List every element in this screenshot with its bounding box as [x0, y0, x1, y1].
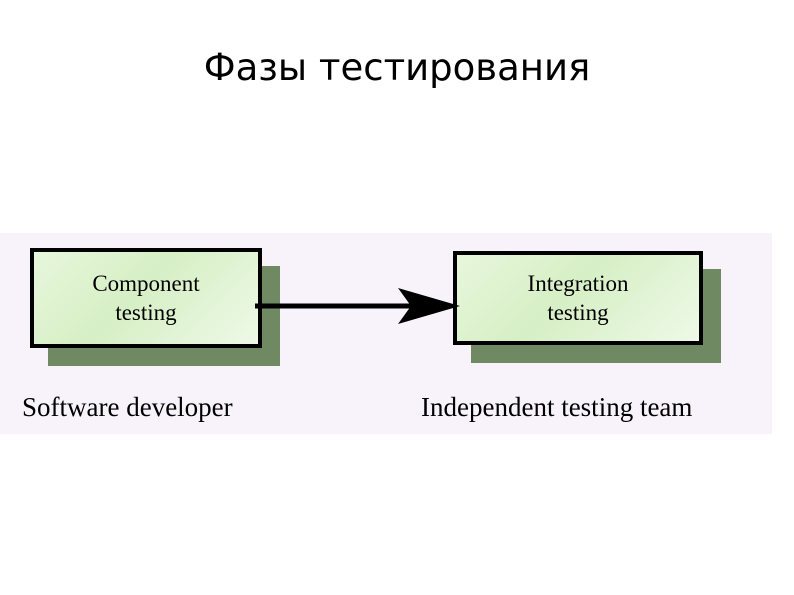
node-box[interactable]: Integration testing: [453, 251, 703, 345]
caption-independent-testing-team: Independent testing team: [421, 392, 693, 422]
node-box[interactable]: Component testing: [30, 248, 262, 348]
node-component-testing[interactable]: Component testing: [30, 248, 298, 372]
arrow-icon: [255, 288, 460, 324]
diagram-panel: Component testing Integration testing So…: [0, 233, 772, 434]
connector-component-to-integration: [255, 286, 465, 326]
caption-software-developer: Software developer: [22, 392, 233, 422]
node-label: Integration testing: [527, 270, 629, 325]
node-label: Component testing: [92, 270, 200, 325]
node-integration-testing[interactable]: Integration testing: [453, 251, 739, 369]
page-title: Фазы тестирования: [203, 46, 591, 89]
